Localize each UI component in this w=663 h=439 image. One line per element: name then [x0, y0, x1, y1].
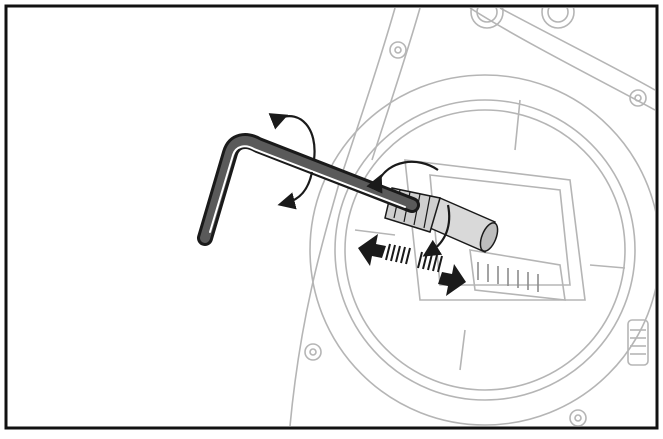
housing-screw-bottom-right: [569, 409, 587, 426]
ratchet-teeth: [477, 262, 539, 292]
screw-tip: [479, 222, 499, 252]
gimbal-mid-ring: [334, 99, 636, 401]
housing-screw-top: [389, 41, 407, 59]
gimbal-outer-ring: [309, 74, 655, 426]
rotate-screw-arrow: [366, 160, 451, 257]
rotate-wrench-arrow: [268, 113, 316, 210]
push-pull-arrow-right-hatch: [417, 251, 443, 273]
housing-right-edge-2: [499, 8, 655, 91]
housing-shell-outline: [289, 8, 396, 426]
housing-screw-right: [629, 89, 647, 107]
housing-right-edge: [469, 8, 655, 111]
gimbal-inner-ring: [344, 109, 626, 391]
push-pull-arrow-right-head: [438, 264, 466, 296]
stick-base: [469, 249, 566, 301]
gimbal-guide-right: [589, 264, 626, 269]
gimbal-guide-bottom: [459, 329, 466, 371]
allen-key-highlight: [200, 136, 417, 243]
hex-key-wrench: [197, 133, 420, 246]
push-pull-arrow: [358, 234, 466, 296]
top-knob-right: [541, 8, 575, 29]
push-pull-arrow-left-head: [358, 234, 386, 266]
top-knob-left: [470, 8, 504, 29]
figure-border: [4, 4, 659, 430]
housing-shell-inner-outline: [371, 8, 421, 161]
housing-screw-bottom-left: [304, 343, 322, 361]
gimbal-guide-left: [354, 229, 396, 236]
gimbal-guide-top: [514, 99, 521, 151]
trim-switch: [627, 319, 649, 366]
allen-key-shine: [209, 145, 406, 233]
push-pull-arrow-left-hatch: [385, 243, 411, 265]
gimbal-frame: [404, 159, 586, 301]
